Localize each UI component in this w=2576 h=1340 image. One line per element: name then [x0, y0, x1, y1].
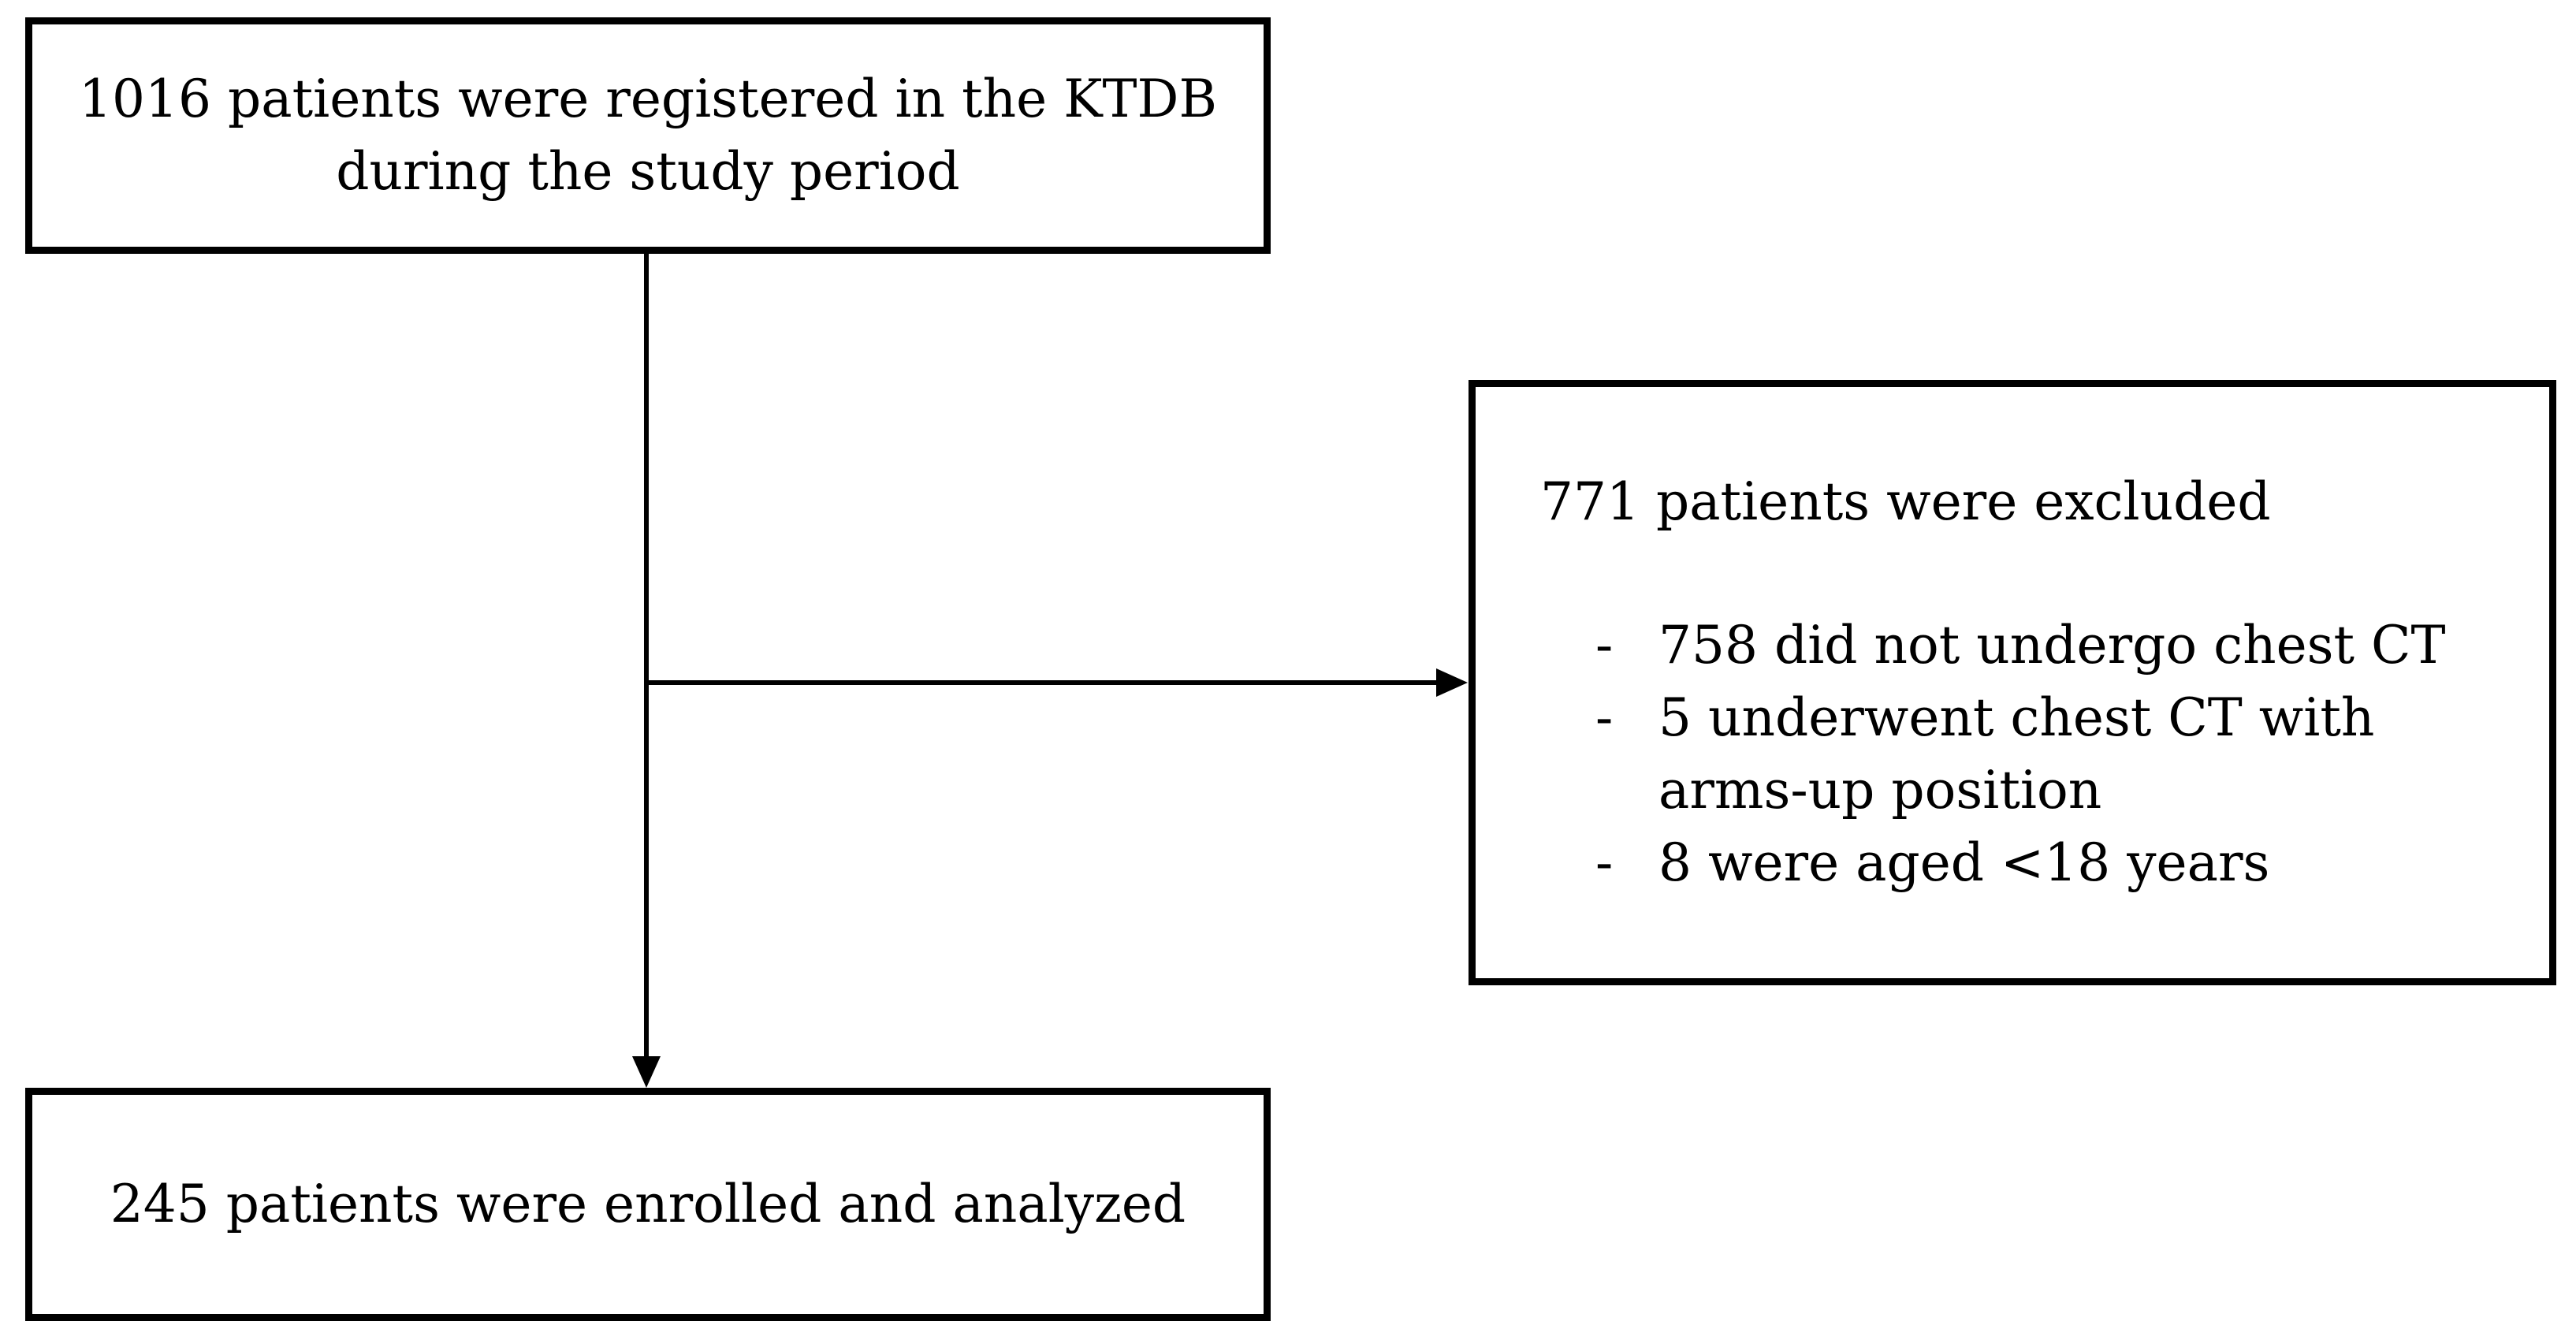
registered-patients-text: 1016 patients were registered in the KTD…: [79, 69, 1217, 202]
exclusion-reason-arms-up: - 5 underwent chest CT with arms-up posi…: [1595, 682, 2494, 827]
registered-patients-box: 1016 patients were registered in the KTD…: [25, 17, 1271, 254]
down-arrowhead: [632, 1056, 661, 1088]
list-dash: -: [1595, 832, 1614, 893]
exclusion-reason-text: 5 underwent chest CT with arms-up positi…: [1658, 687, 2375, 821]
enrolled-patients-box: 245 patients were enrolled and analyzed: [25, 1088, 1271, 1321]
list-dash: -: [1595, 615, 1614, 676]
exclusion-reason-age: - 8 were aged <18 years: [1595, 827, 2494, 899]
exclusion-reasons-list: - 758 did not undergo chest CT - 5 under…: [1595, 609, 2494, 899]
enrolled-patients-text: 245 patients were enrolled and analyzed: [110, 1174, 1186, 1234]
exclusion-reason-text: 758 did not undergo chest CT: [1658, 615, 2446, 676]
right-arrowhead: [1436, 668, 1468, 697]
excluded-patients-box: 771 patients were excluded - 758 did not…: [1469, 380, 2556, 985]
exclusion-reason-text: 8 were aged <18 years: [1658, 832, 2270, 893]
excluded-patients-title: 771 patients were excluded: [1540, 471, 2271, 532]
exclusion-reason-no-ct: - 758 did not undergo chest CT: [1595, 609, 2494, 682]
list-dash: -: [1595, 687, 1614, 748]
